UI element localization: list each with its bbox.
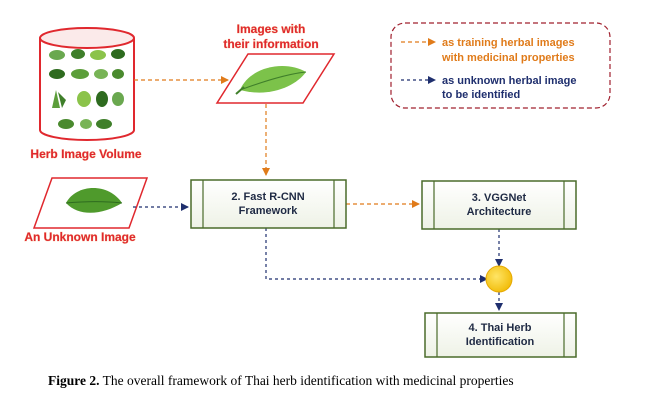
training-image-icon [215, 53, 336, 104]
leaf-icon [65, 187, 123, 213]
leaf-icon [235, 66, 307, 95]
unknown-arrows [133, 203, 503, 311]
training-arrows [134, 76, 420, 208]
thai-herb-label-line1: 4. Thai Herb [469, 322, 532, 334]
thai-herb-label-line2: Identification [466, 336, 535, 348]
figure-caption-text: The overall framework of Thai herb ident… [100, 373, 514, 388]
merge-dot-icon [485, 265, 513, 293]
legend-orange-line1: as training herbal images [442, 37, 575, 49]
arrow-fastrcnn-to-merge [265, 228, 488, 283]
fast-rcnn-label-line1: 2. Fast R-CNN [231, 191, 304, 203]
images-info-label-line2: their information [223, 37, 318, 51]
legend: as training herbal images with medicinal… [390, 22, 611, 109]
figure-caption: Figure 2. The overall framework of Thai … [48, 373, 514, 388]
fast-rcnn-label-line2: Framework [239, 205, 299, 217]
legend-orange-line2: with medicinal properties [441, 52, 575, 64]
vggnet-label-line2: Architecture [467, 206, 532, 218]
herb-thumbnails [49, 49, 125, 129]
unknown-image-icon [32, 177, 149, 229]
legend-blue-line1: as unknown herbal image [442, 75, 576, 87]
unknown-image-label: An Unknown Image [24, 230, 136, 244]
images-info-label-line1: Images with [237, 22, 306, 36]
figure-caption-label: Figure 2. [48, 373, 100, 388]
fast-rcnn-box: 2. Fast R-CNN Framework [190, 179, 347, 229]
legend-blue-line2: to be identified [442, 89, 520, 101]
herb-cylinder-icon [39, 27, 135, 141]
vggnet-label-line1: 3. VGGNet [472, 192, 527, 204]
thai-herb-identification-box: 4. Thai Herb Identification [424, 312, 577, 358]
vggnet-box: 3. VGGNet Architecture [421, 180, 577, 230]
herb-volume-label: Herb Image Volume [30, 147, 141, 161]
